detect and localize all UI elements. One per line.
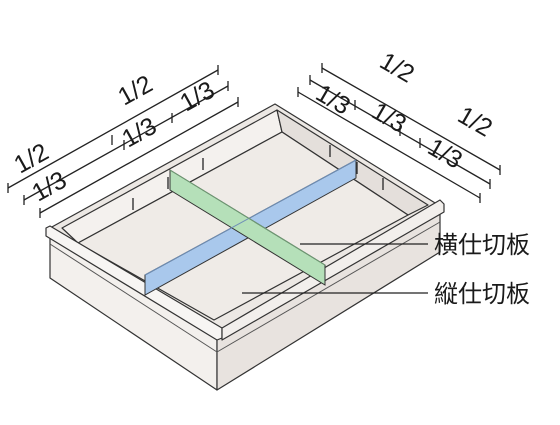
- vertical-divider-label: 縦仕切板: [434, 280, 530, 308]
- divider-slots: [132, 145, 384, 210]
- right-dim-row2-right: 1/2: [453, 101, 497, 143]
- right-dim-row2-mid: 1/3: [367, 97, 411, 139]
- callout-leaders: [242, 243, 428, 294]
- left-dim-outer-top: 1/2: [113, 70, 157, 111]
- horizontal-divider-label: 横仕切板: [434, 231, 530, 259]
- right-dimension-lines: [297, 63, 501, 203]
- left-dimension-lines: [7, 65, 239, 218]
- tray-side-lip: [221, 199, 445, 341]
- right-dim-row2-left: 1/3: [311, 79, 355, 121]
- right-dim-top: 1/2: [375, 47, 419, 89]
- tray: [45, 103, 445, 391]
